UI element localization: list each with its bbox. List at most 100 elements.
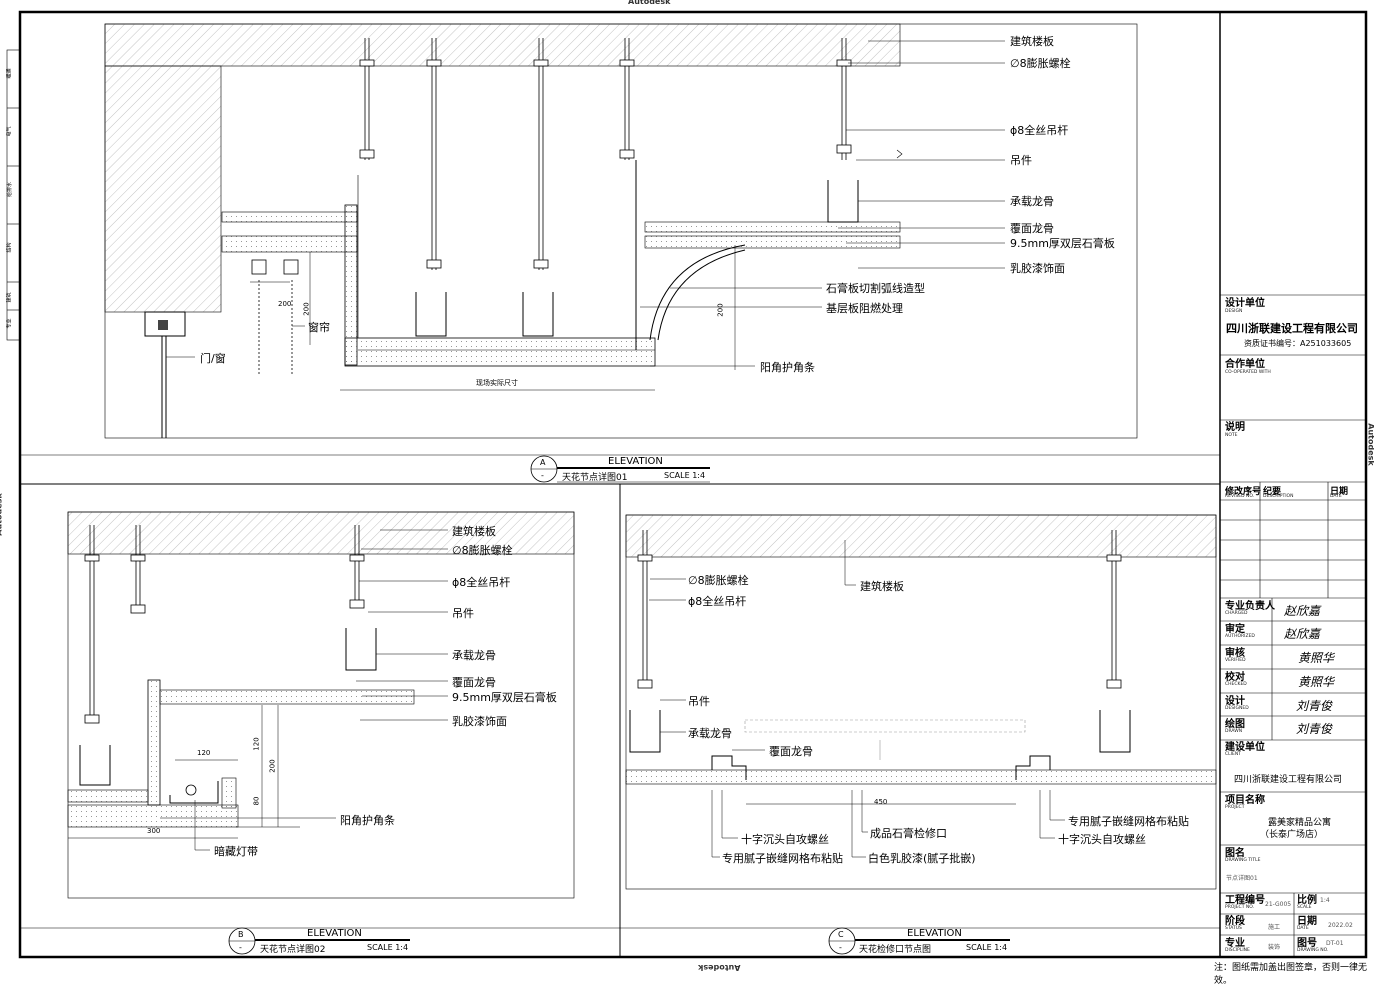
a-footer-scale: SCALE 1:4 bbox=[664, 471, 706, 480]
b-footer-dash: - bbox=[239, 943, 242, 952]
c-label-white-paint: 白色乳胶漆(腻子批嵌) bbox=[868, 852, 976, 865]
tb-drawing-no-en: DRAWING NO. bbox=[1297, 948, 1329, 953]
tb-drawing-no-value: DT-01 bbox=[1326, 940, 1344, 947]
tb-design-company: 四川浙联建设工程有限公司 bbox=[1226, 322, 1358, 335]
title-block-grid bbox=[1220, 294, 1366, 957]
c-footer-title: 天花检修口节点图 bbox=[859, 945, 932, 955]
tb-project-cn: 项目名称 bbox=[1225, 795, 1265, 806]
tb-role-checked-cn: 校对 bbox=[1225, 672, 1245, 683]
b-label-hanger: 吊件 bbox=[452, 607, 474, 620]
tb-role-authorized-cn: 审定 bbox=[1225, 624, 1245, 635]
detail-c bbox=[625, 514, 1217, 890]
c-label-main-keel: 承载龙骨 bbox=[688, 727, 732, 740]
b-dim-200: 200 bbox=[268, 759, 277, 773]
left-stamp-discipline: 专业 bbox=[6, 318, 13, 329]
tb-role-designed-en: DESIGNED bbox=[1225, 706, 1249, 711]
tb-drawing-value: 节点详图01 bbox=[1226, 875, 1258, 882]
b-label-paint: 乳胶漆饰面 bbox=[452, 715, 507, 728]
c-label-hanger: 吊件 bbox=[688, 695, 710, 708]
tb-note-cn: 说明 bbox=[1225, 422, 1245, 433]
b-label-rod: ɸ8全丝吊杆 bbox=[452, 576, 511, 589]
tb-rev-date-cn: 日期 bbox=[1330, 487, 1349, 497]
tb-status-en: STATUS bbox=[1225, 926, 1242, 931]
left-stamp-structure: 结构 bbox=[6, 242, 13, 253]
tb-rev-no-cn: 修改序号 bbox=[1225, 487, 1262, 497]
tb-role-authorized-en: AUTHORIZED bbox=[1225, 634, 1255, 639]
tb-rev-desc-en: DESCRIPTION bbox=[1263, 494, 1294, 499]
tb-note-en: NOTE bbox=[1225, 433, 1238, 438]
tb-project-no-en: PROJECT NO. bbox=[1225, 905, 1255, 910]
a-label-arc: 石膏板切割弧线造型 bbox=[826, 282, 925, 295]
tb-sig-checked: 黄照华 bbox=[1298, 675, 1335, 689]
tb-design-en: DESIGN bbox=[1225, 309, 1243, 314]
a-footer-title: 天花节点详图01 bbox=[562, 473, 628, 483]
a-label-cover-keel: 覆面龙骨 bbox=[1010, 222, 1054, 235]
footer-note: 注：图纸需加盖出图签章，否则一律无效。 bbox=[1214, 963, 1368, 986]
tb-role-drawn-cn: 绘图 bbox=[1225, 719, 1245, 730]
tb-client-cn: 建设单位 bbox=[1225, 742, 1265, 753]
tb-drawing-en: DRAWING TITLE bbox=[1225, 858, 1261, 863]
tb-discipline-value: 装饰 bbox=[1268, 944, 1281, 951]
detail-b bbox=[67, 511, 575, 899]
a-label-slab: 建筑楼板 bbox=[1010, 35, 1054, 48]
a-dim-200-arc: 200 bbox=[716, 303, 725, 317]
a-label-bolt: ∅8膨胀螺栓 bbox=[1010, 57, 1071, 70]
tb-role-charged-en: CHARGED bbox=[1225, 611, 1248, 616]
tb-rev-no-en: REVISED NO. bbox=[1225, 494, 1255, 499]
b-label-gypsum: 9.5mm厚双层石膏板 bbox=[452, 691, 557, 704]
tb-role-verified-en: VERIFIED bbox=[1225, 658, 1246, 663]
tb-project-no-value: 21-G005 bbox=[1265, 901, 1292, 908]
detail-a bbox=[104, 23, 1138, 439]
left-stamp-hvac: 暖通 bbox=[6, 68, 13, 79]
b-footer-title: 天花节点详图02 bbox=[260, 945, 326, 955]
tb-project-line1: 露美家精品公寓 bbox=[1268, 818, 1332, 828]
tb-client-value: 四川浙联建设工程有限公司 bbox=[1234, 775, 1343, 785]
c-label-mesh-right: 专用腻子嵌缝网格布粘贴 bbox=[1068, 815, 1189, 828]
c-label-cover-keel: 覆面龙骨 bbox=[769, 745, 813, 758]
a-label-door: 门/窗 bbox=[200, 352, 226, 365]
tb-scale-value: 1:4 bbox=[1320, 897, 1330, 904]
left-stamp-architecture: 建筑 bbox=[6, 292, 13, 303]
c-footer-scale: SCALE 1:4 bbox=[966, 943, 1008, 952]
a-dim-200-height: 200 bbox=[302, 302, 311, 316]
tb-role-designed-cn: 设计 bbox=[1225, 696, 1245, 707]
b-label-cover-keel: 覆面龙骨 bbox=[452, 676, 496, 689]
c-label-screw-right: 十字沉头自攻螺丝 bbox=[1058, 833, 1146, 846]
a-footer-letter: A bbox=[540, 458, 546, 467]
c-footer-letter: C bbox=[838, 930, 844, 939]
tb-rev-desc-cn: 纪要 bbox=[1263, 487, 1282, 497]
c-label-screw-left: 十字沉头自攻螺丝 bbox=[741, 833, 829, 846]
b-dim-80: 80 bbox=[252, 796, 261, 806]
tb-scale-cn: 比例 bbox=[1297, 895, 1317, 906]
a-label-hanger: 吊件 bbox=[1010, 154, 1032, 167]
tb-scale-en: SCALE bbox=[1297, 905, 1312, 910]
b-label-slab: 建筑楼板 bbox=[452, 525, 496, 538]
tb-date-cn: 日期 bbox=[1297, 916, 1317, 927]
left-margin-strip bbox=[6, 49, 21, 341]
b-dim-120-width: 120 bbox=[197, 749, 211, 757]
tb-discipline-en: DISCIPLINE bbox=[1225, 948, 1250, 953]
b-label-main-keel: 承载龙骨 bbox=[452, 649, 496, 662]
tb-sig-verified: 黄照华 bbox=[1298, 651, 1335, 665]
left-stamp-plumbing: 给排水 bbox=[7, 181, 14, 198]
c-label-mesh-left: 专用腻子嵌缝网格布粘贴 bbox=[722, 852, 843, 865]
tb-coop-cn: 合作单位 bbox=[1225, 359, 1265, 370]
tb-date-value: 2022.02 bbox=[1328, 922, 1353, 929]
a-label-main-keel: 承载龙骨 bbox=[1010, 195, 1054, 208]
tb-rev-date-en: DATE bbox=[1330, 494, 1342, 499]
tb-status-cn: 阶段 bbox=[1225, 916, 1245, 927]
tb-date-en: DATE bbox=[1297, 926, 1309, 931]
tb-project-en: PROJECT bbox=[1225, 805, 1245, 810]
tb-project-line2: （长泰广场店） bbox=[1260, 830, 1324, 840]
b-footer-elevation: ELEVATION bbox=[307, 928, 362, 939]
c-label-bolt: ∅8膨胀螺栓 bbox=[688, 574, 749, 587]
tb-sig-drawn: 刘青俊 bbox=[1296, 722, 1333, 736]
a-label-fireproof: 基层板阻燃处理 bbox=[826, 302, 903, 315]
c-label-rod: ɸ8全丝吊杆 bbox=[688, 595, 747, 608]
b-footer-scale: SCALE 1:4 bbox=[367, 943, 409, 952]
tb-role-verified-cn: 审核 bbox=[1225, 648, 1245, 659]
a-label-paint: 乳胶漆饰面 bbox=[1010, 262, 1065, 275]
a-label-curtain: 窗帘 bbox=[308, 321, 330, 334]
tb-sig-charged: 赵欣嘉 bbox=[1284, 604, 1321, 618]
